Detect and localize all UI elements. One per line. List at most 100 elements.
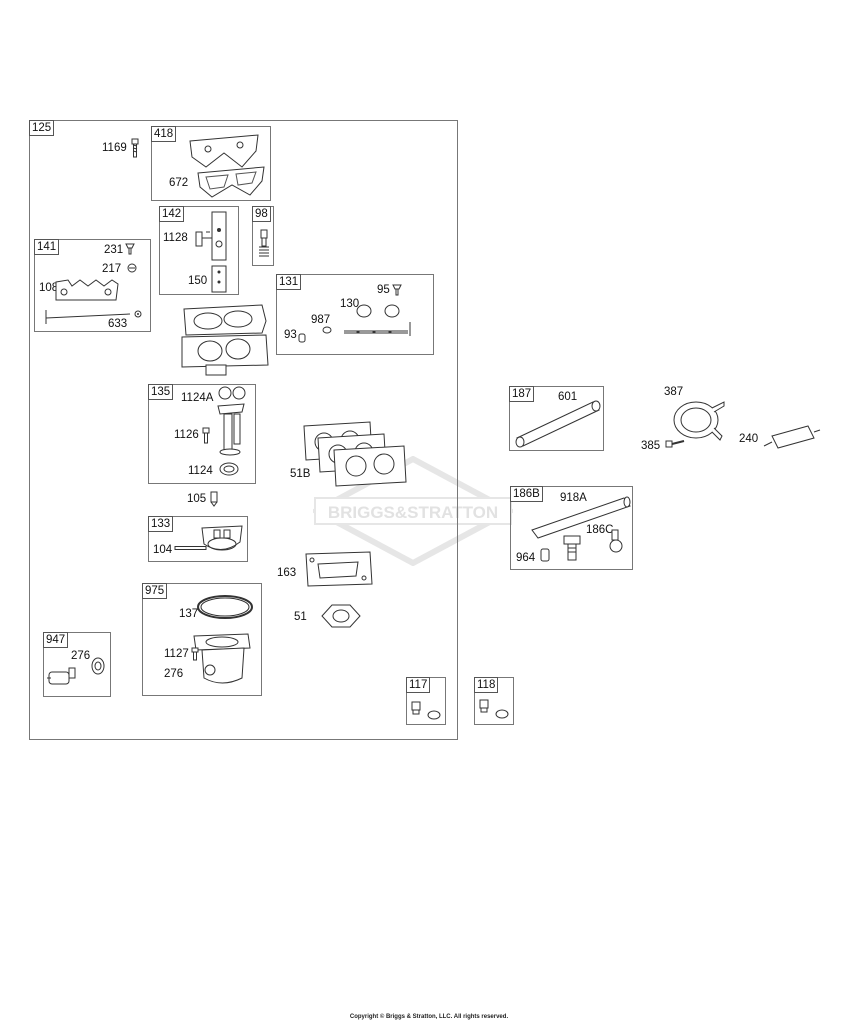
part-label-633: 633	[108, 318, 128, 330]
screw-98-drawing	[259, 230, 269, 258]
part-label-163: 163	[277, 567, 297, 579]
box-tag-133: 133	[148, 516, 174, 532]
briggs-stratton-watermark: BRIGGS&STRATTON	[313, 456, 513, 566]
box-tag-947: 947	[43, 632, 69, 648]
bushing-93-drawing	[298, 333, 306, 343]
assembly-box-142: 142	[159, 206, 239, 295]
fuel-line-918a-drawing	[528, 494, 634, 542]
part-label-93: 93	[284, 329, 297, 341]
box-tag-418: 418	[151, 126, 177, 142]
part-118-drawing	[478, 698, 512, 722]
pin-104-drawing	[175, 546, 207, 550]
part-label-276-947: 276	[71, 650, 91, 662]
seal-987-drawing	[322, 326, 332, 334]
o-ring-137-drawing	[196, 594, 254, 620]
part-label-987: 987	[311, 314, 331, 326]
box-tag-118: 118	[474, 677, 499, 693]
clip-217-drawing	[127, 263, 137, 273]
part-label-186c: 186C	[586, 524, 614, 536]
part-label-240: 240	[739, 433, 759, 445]
assembly-box-186b: 186B	[510, 486, 633, 570]
box-tag-975: 975	[142, 583, 168, 599]
box-tag-135: 135	[148, 384, 174, 400]
part-label-130: 130	[340, 298, 360, 310]
watermark-text: BRIGGS&STRATTON	[328, 503, 498, 522]
part-117-drawing	[410, 700, 444, 722]
box-tag-187: 187	[509, 386, 535, 402]
part-label-217: 217	[102, 263, 122, 275]
screw-1169-drawing	[131, 139, 139, 159]
part-label-1124: 1124	[188, 465, 213, 477]
assembly-box-118: 118	[474, 677, 514, 725]
screw-1126-drawing	[202, 428, 210, 444]
valve-95-drawing	[393, 285, 401, 295]
assembly-box-975: 975	[142, 583, 262, 696]
part-label-150: 150	[188, 275, 208, 287]
clamp-964-drawing	[540, 548, 550, 562]
assembly-box-125: 125	[29, 120, 458, 740]
bracket-108-drawing	[54, 278, 120, 304]
part-label-601: 601	[558, 391, 578, 403]
needle-105-drawing	[210, 490, 218, 506]
part-label-137: 137	[179, 608, 199, 620]
copyright-footer: Copyright © Briggs & Stratton, LLC. All …	[349, 1014, 509, 1020]
gasket-163-drawing	[302, 550, 374, 588]
part-label-51b: 51B	[290, 468, 311, 480]
fuel-line-601-drawing	[513, 396, 603, 448]
part-label-918a: 918A	[560, 492, 587, 504]
part-label-51: 51	[294, 611, 307, 623]
float-1124a-drawing	[217, 386, 249, 400]
gasket-1124-drawing	[219, 462, 239, 476]
box-tag-186b: 186B	[510, 486, 543, 502]
assembly-box-187: 187	[509, 386, 604, 451]
gasket-418-drawing	[186, 133, 262, 169]
part-label-231: 231	[104, 244, 124, 256]
part-label-1169: 1169	[102, 142, 127, 154]
valve-shutoff-drawing	[560, 532, 586, 564]
part-label-108: 108	[39, 282, 59, 294]
box-tag-125: 125	[29, 120, 55, 136]
emulsion-tube-drawing	[214, 402, 248, 456]
washer-276-drawing	[90, 656, 106, 676]
float-bowl-133-drawing	[200, 522, 244, 554]
solenoid-947-drawing	[47, 664, 77, 688]
fitting-186c-drawing	[606, 530, 626, 554]
part-label-672: 672	[169, 177, 189, 189]
part-label-385: 385	[641, 440, 661, 452]
part-label-1127: 1127	[164, 648, 189, 660]
part-label-964: 964	[516, 552, 536, 564]
gasket-51-drawing	[320, 601, 362, 631]
adapter-975-drawing	[188, 628, 254, 688]
box-tag-141: 141	[34, 239, 60, 255]
screw-231-drawing	[126, 244, 134, 254]
assembly-box-131: 131	[276, 274, 434, 355]
part-label-1128: 1128	[163, 232, 188, 244]
assembly-box-133: 133	[148, 516, 248, 562]
box-tag-131: 131	[276, 274, 302, 290]
assembly-box-947: 947	[43, 632, 111, 697]
assembly-box-141: 141	[34, 239, 151, 332]
fuel-filter-240-drawing	[764, 424, 820, 452]
gasket-672-drawing	[194, 165, 268, 199]
part-label-1126: 1126	[174, 429, 199, 441]
rod-633-drawing	[40, 308, 146, 326]
assembly-box-98: 98	[252, 206, 274, 266]
plate-142-drawing	[196, 210, 236, 292]
fuel-pump-387-drawing	[668, 396, 726, 448]
assembly-box-117: 117	[406, 677, 446, 725]
screw-1127-drawing	[191, 648, 199, 660]
box-tag-117: 117	[406, 677, 431, 693]
shaft-131-drawing	[342, 322, 416, 336]
part-label-104: 104	[153, 544, 173, 556]
gaskets-51b-drawing	[300, 420, 410, 492]
part-label-276-975: 276	[164, 668, 184, 680]
part-label-387: 387	[664, 386, 684, 398]
part-label-95: 95	[377, 284, 390, 296]
part-label-1124a: 1124A	[181, 392, 214, 404]
assembly-box-418: 418	[151, 126, 271, 201]
box-tag-98: 98	[252, 206, 271, 222]
carburetor-body-drawing	[178, 303, 270, 377]
screw-385-drawing	[666, 437, 686, 451]
box-tag-142: 142	[159, 206, 185, 222]
assembly-box-135: 135	[148, 384, 256, 484]
